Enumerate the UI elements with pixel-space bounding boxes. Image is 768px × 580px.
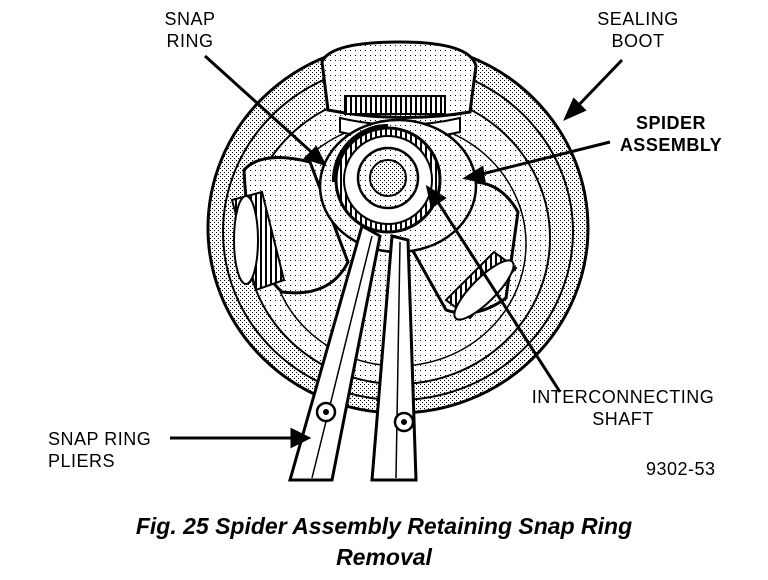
leader-lines <box>170 54 624 449</box>
spider-assembly <box>318 118 478 254</box>
label-interconnecting-shaft: INTERCONNECTING SHAFT <box>531 387 715 429</box>
left-bearing-cup <box>230 156 350 295</box>
snap-ring-pliers <box>288 223 418 482</box>
label-snap-ring-pliers: SNAP RING PLIERS <box>48 429 152 471</box>
figure-caption-line-1: Fig. 25 Spider Assembly Retaining Snap R… <box>135 513 633 539</box>
figure-caption-line-2: Removal <box>336 544 432 570</box>
label-spider-assembly: SPIDER ASSEMBLY <box>619 113 723 155</box>
top-bearing-cup <box>320 40 478 140</box>
label-sealing-boot: SEALING BOOT <box>597 9 679 51</box>
label-snap-ring: SNAP RING <box>164 9 216 51</box>
figure-id: 9302-53 <box>646 459 716 479</box>
